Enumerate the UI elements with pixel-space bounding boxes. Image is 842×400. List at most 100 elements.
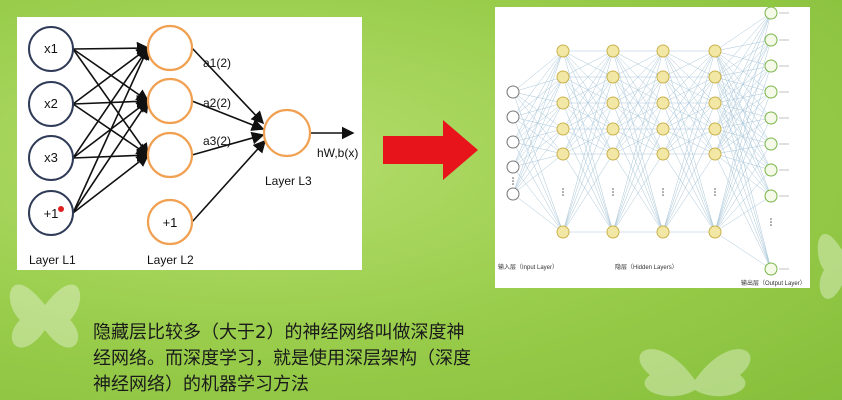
network-edge <box>512 50 564 118</box>
ellipsis-dot <box>612 194 614 196</box>
network-edge <box>612 50 664 130</box>
ellipsis-dot <box>770 218 772 220</box>
network-edge <box>512 153 564 195</box>
input-neuron <box>506 135 520 149</box>
network-edge <box>714 39 772 155</box>
network-edge <box>512 50 564 93</box>
network-edge <box>512 91 564 233</box>
hidden-neuron <box>556 70 570 84</box>
ellipsis-dot <box>662 194 664 196</box>
network-edge <box>714 231 772 270</box>
network-edge <box>612 50 664 155</box>
input-neuron <box>506 110 520 124</box>
network-edge <box>714 65 772 233</box>
ellipsis-dot <box>770 224 772 226</box>
activation-label-3: a3(2) <box>203 134 231 148</box>
butterfly-decoration-left <box>9 284 81 348</box>
network-edge <box>562 102 614 155</box>
caption-text: 隐藏层比较多（大于2）的神经网络叫做深度神 经网络。而深度学习，就是使用深层架构… <box>93 320 563 398</box>
network-edge <box>612 102 664 130</box>
output-neuron <box>764 6 778 20</box>
network-edge <box>662 50 716 78</box>
ellipsis-dot <box>662 188 664 190</box>
network-edge <box>714 91 772 130</box>
layer-label-2: Layer L2 <box>147 253 194 267</box>
input-layer <box>28 26 74 236</box>
hidden-node-bias <box>146 198 194 246</box>
hidden-neuron <box>708 225 722 239</box>
ellipsis-dot <box>512 183 514 185</box>
network-edge <box>662 50 716 233</box>
output-neuron <box>764 85 778 99</box>
network-edge <box>662 153 716 233</box>
network-edge <box>612 50 664 104</box>
network-edge <box>662 128 716 233</box>
deep-network-svg: 输入层（Input Layer） 隐层（Hidden Layers） 输出层（O… <box>498 6 806 287</box>
hidden-neuron <box>656 96 670 110</box>
network-edge <box>612 102 664 155</box>
network-edge <box>512 193 564 233</box>
input-node-x1 <box>28 26 74 72</box>
ellipsis-dot <box>512 180 514 182</box>
network-edge <box>512 50 564 168</box>
hidden-neuron <box>606 96 620 110</box>
ellipsis-dot <box>562 194 564 196</box>
input-node-x2 <box>28 81 74 127</box>
hidden-neuron <box>708 96 722 110</box>
network-edge <box>512 166 564 233</box>
network-edge <box>714 50 772 270</box>
ellipsis-dot <box>714 191 716 193</box>
input-layer-caption: 输入层（Input Layer） <box>498 263 558 271</box>
ellipsis-dot <box>714 188 716 190</box>
hidden-neuron <box>708 147 722 161</box>
network-edge <box>714 39 772 52</box>
network-edge <box>512 116 564 233</box>
transition-arrow-icon <box>383 120 478 180</box>
network-edge <box>612 153 664 233</box>
network-edge <box>612 50 664 233</box>
layer-label-3: Layer L3 <box>265 174 312 188</box>
input-label-1: x1 <box>44 41 58 56</box>
caption-line-3: 神经网络）的机器学习方法 <box>93 374 309 395</box>
layer-label-1: Layer L1 <box>29 253 76 267</box>
input-to-hidden-edges <box>72 41 150 214</box>
pointer-dot <box>58 206 64 212</box>
network-edge <box>714 12 772 233</box>
network-edge <box>612 102 664 233</box>
network-edge <box>512 91 564 104</box>
input-node-x3 <box>28 135 74 181</box>
hidden-neuron <box>708 122 722 136</box>
network-edge <box>714 65 772 155</box>
output-neuron <box>764 111 778 125</box>
deep-network-diagram: 输入层（Input Layer） 隐层（Hidden Layers） 输出层（O… <box>495 6 810 288</box>
input-node-bias <box>28 190 74 236</box>
network-edge <box>562 102 614 130</box>
network-edge <box>662 50 716 155</box>
butterfly-decoration-bottom <box>639 349 751 397</box>
hidden-layer <box>146 24 194 246</box>
network-edge <box>512 102 564 195</box>
network-edge <box>562 76 614 233</box>
network-edge <box>562 50 614 155</box>
network-edge <box>562 102 614 233</box>
network-edge <box>714 76 772 270</box>
network-edge <box>662 76 716 233</box>
network-edge <box>512 76 564 93</box>
input-neuron <box>506 160 520 174</box>
network-edge <box>562 50 614 130</box>
output-neuron <box>764 163 778 177</box>
network-edge <box>714 195 772 233</box>
hidden-neuron <box>656 70 670 84</box>
input-label-3: x3 <box>44 150 58 165</box>
hidden-neuron <box>556 122 570 136</box>
caption-line-2: 经网络。而深度学习，就是使用深层架构（深度 <box>93 348 471 369</box>
hidden-neuron <box>606 70 620 84</box>
network-edge <box>662 102 716 155</box>
network-edge <box>512 128 564 195</box>
hidden-to-output-edges <box>191 47 355 223</box>
simple-network-svg: x1 x2 x3 +1 +1 a1(2) a2(2) a3(2) hW,b(x)… <box>28 24 358 267</box>
network-edge <box>662 102 716 130</box>
network-edge <box>512 50 564 143</box>
network-edge <box>714 39 772 78</box>
network-edge <box>562 50 614 104</box>
